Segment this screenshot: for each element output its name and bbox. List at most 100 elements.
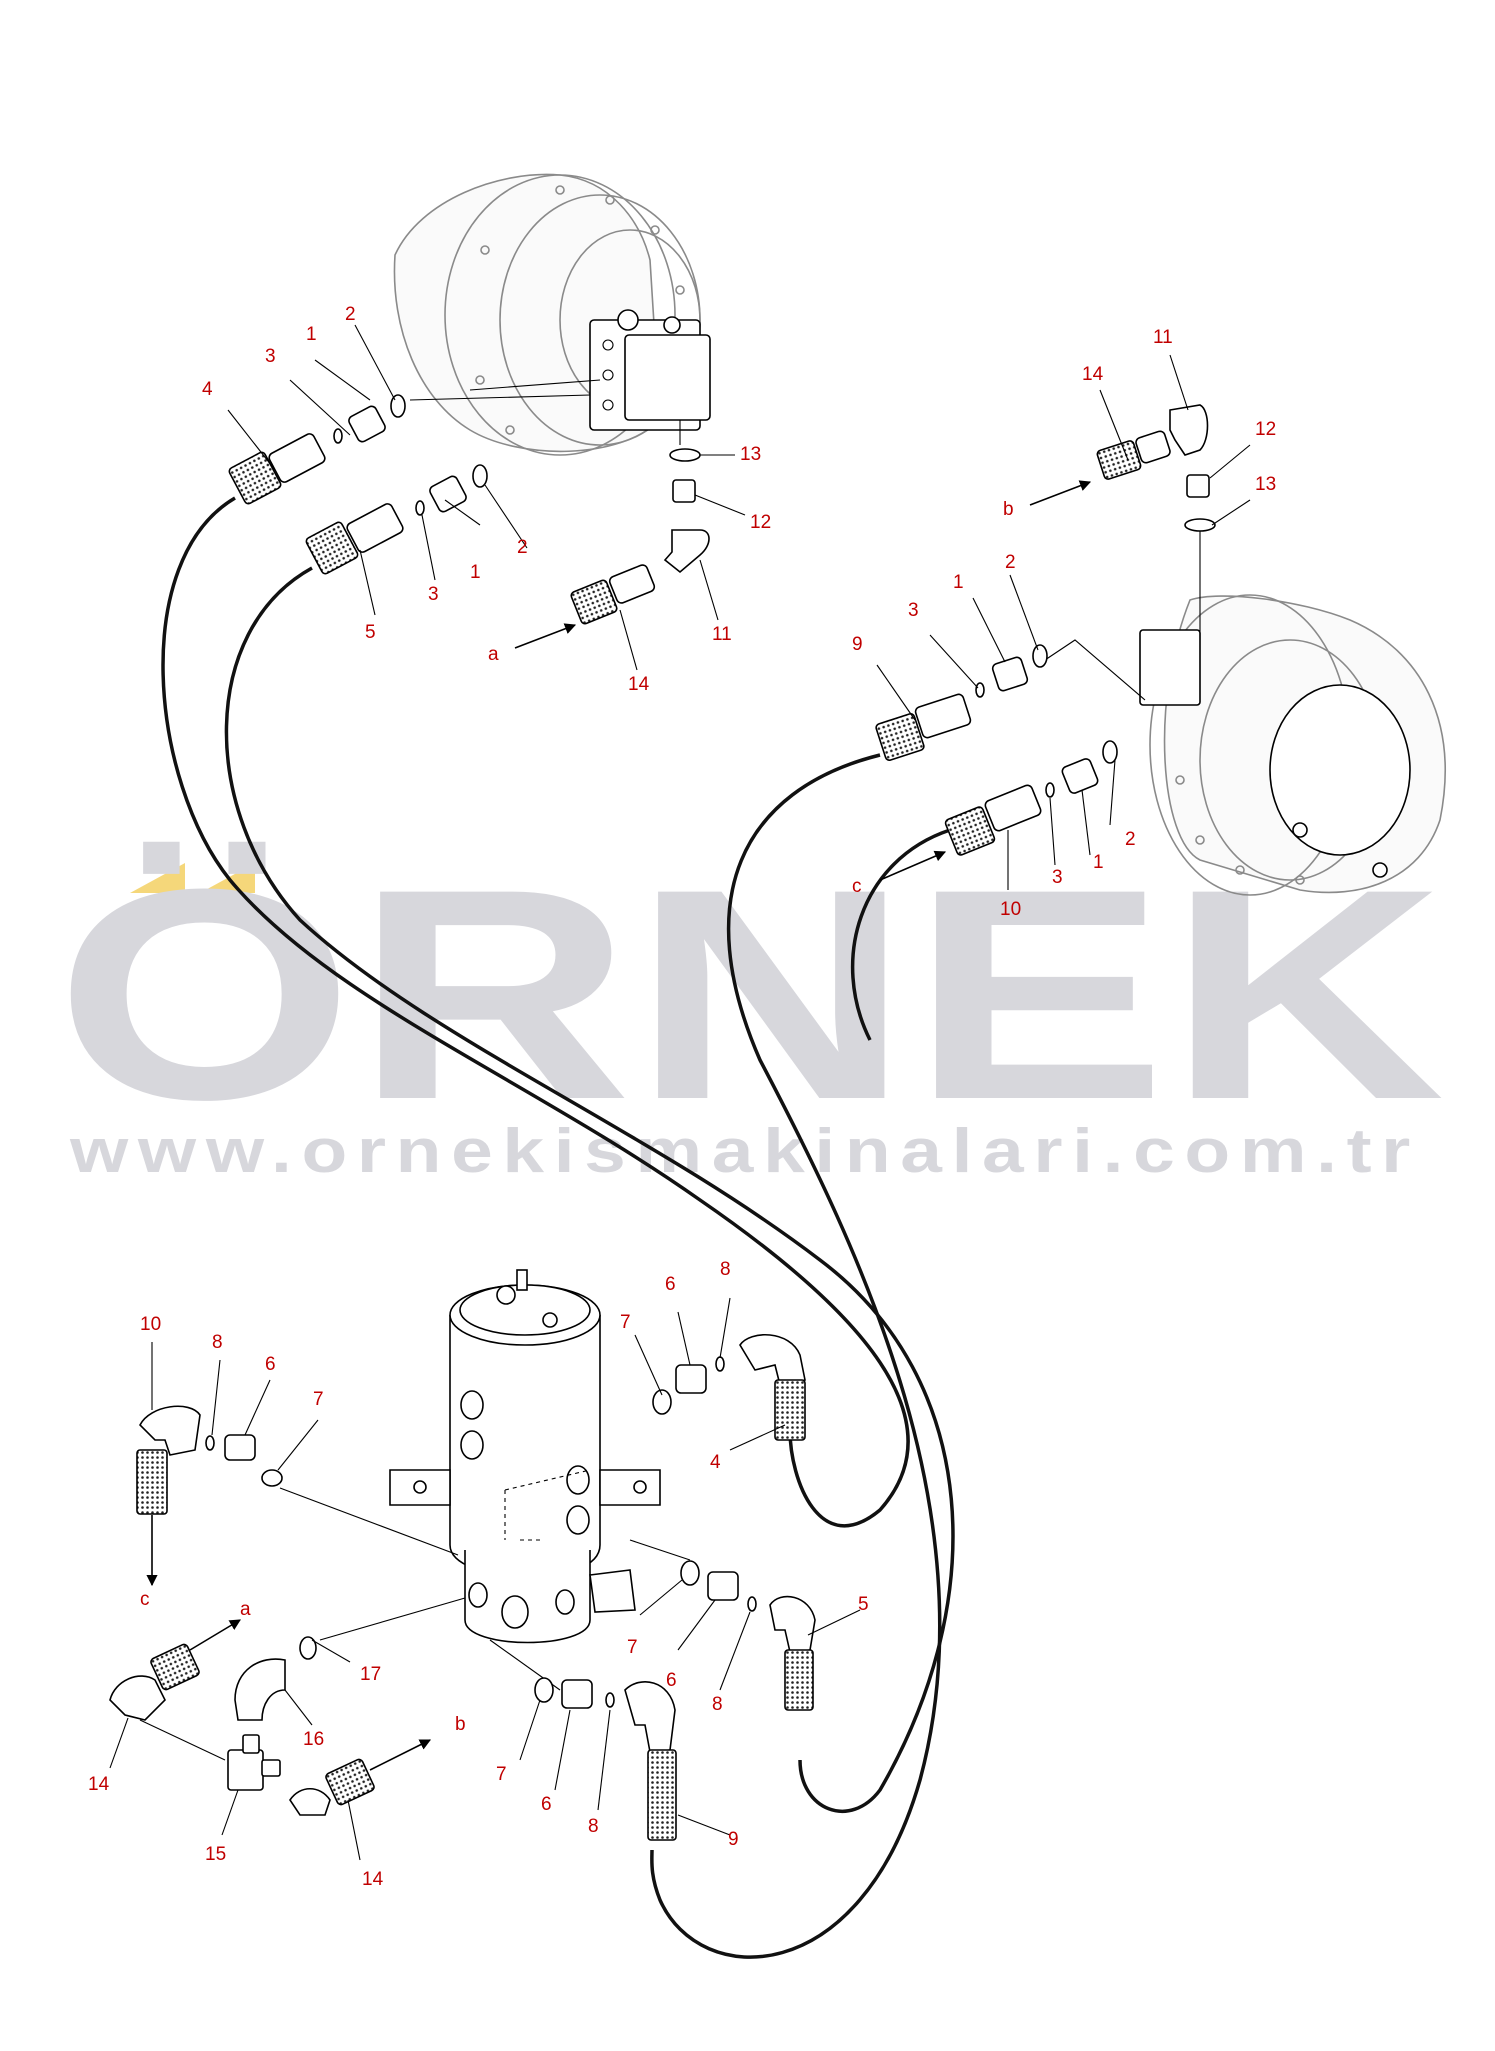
callout-12: 12 — [750, 512, 771, 533]
callout-a: a — [488, 644, 499, 665]
callout-11: 11 — [1153, 327, 1173, 348]
callout-1: 1 — [1093, 852, 1104, 873]
callout-7: 7 — [627, 1637, 638, 1658]
o-ring-2-right-lower — [1102, 740, 1118, 764]
callout-c: c — [852, 876, 862, 897]
callout-4: 4 — [202, 379, 213, 400]
callout-13: 13 — [740, 444, 761, 465]
elbow-11-left — [663, 529, 710, 574]
callout-b: b — [1003, 499, 1014, 520]
hose-9 — [650, 753, 942, 1959]
arrow-b-top — [1029, 480, 1092, 506]
fittings-swivel — [109, 1334, 816, 1841]
callout-2: 2 — [517, 537, 528, 558]
hose-4 — [161, 496, 910, 1528]
o-ring-7-upper — [652, 1389, 672, 1415]
hose-fitting-14-lower — [325, 1758, 375, 1806]
callout-8: 8 — [720, 1259, 731, 1280]
callout-6: 6 — [265, 1354, 276, 1375]
o-ring-8-left — [205, 1435, 215, 1451]
o-ring-7-middle — [680, 1560, 700, 1586]
callout-1: 1 — [470, 562, 481, 583]
hose-5 — [224, 566, 955, 1813]
adapter-1-lower — [429, 475, 467, 513]
callout-8: 8 — [588, 1816, 599, 1837]
callout-2: 2 — [345, 304, 356, 325]
o-ring-2-right-upper — [1032, 644, 1048, 668]
swivel-joint — [279, 1269, 691, 1691]
o-ring-3-lower — [415, 500, 425, 516]
motor-right-valve-block — [1139, 629, 1201, 706]
callout-2: 2 — [1125, 829, 1136, 850]
callout-7: 7 — [496, 1764, 507, 1785]
elbow-5-bottom — [769, 1595, 816, 1653]
callout-14: 14 — [362, 1869, 384, 1890]
motor-right-cover — [1269, 684, 1411, 856]
callout-7: 7 — [620, 1312, 631, 1333]
hose-fitting-10 — [944, 784, 1042, 856]
hose-fitting-9-bottom — [647, 1749, 677, 1841]
callout-16: 16 — [303, 1729, 324, 1750]
hose-fitting-10-bottom — [136, 1449, 168, 1515]
callout-11: 11 — [712, 624, 732, 645]
o-ring-7-lower — [534, 1677, 554, 1703]
callout-3: 3 — [428, 584, 439, 605]
callout-17: 17 — [360, 1664, 381, 1685]
hose-10 — [850, 828, 951, 1041]
o-ring-3-right-lower — [1045, 782, 1055, 798]
hose-fitting-14-left — [570, 564, 656, 625]
o-ring-2-upper — [390, 394, 406, 418]
travel-motor-right — [1044, 520, 1446, 896]
tee-15 — [227, 1749, 264, 1791]
callout-10: 10 — [1000, 899, 1021, 920]
o-ring-13-left — [669, 448, 701, 462]
arrow-a-top — [514, 623, 577, 649]
arrow-a-bottom — [189, 1619, 241, 1651]
callout-3: 3 — [265, 346, 276, 367]
o-ring-3-upper — [333, 428, 343, 444]
callout-8: 8 — [212, 1332, 223, 1353]
travel-motor-left — [393, 173, 711, 456]
hoses — [161, 496, 955, 1959]
callout-1: 1 — [953, 572, 964, 593]
callout-6: 6 — [666, 1670, 677, 1691]
elbow-14-lower-base — [289, 1787, 331, 1816]
callout-3: 3 — [1052, 867, 1063, 888]
arrow-b-bottom — [369, 1739, 432, 1771]
callout-15: 15 — [205, 1844, 226, 1865]
o-ring-7-left — [261, 1469, 283, 1487]
arrow-c-top — [879, 850, 947, 881]
hose-fitting-14-right — [1096, 430, 1171, 480]
callout-14: 14 — [628, 674, 650, 695]
watermark-brand: ÖRNEK — [55, 826, 1445, 1162]
elbow-9-bottom — [624, 1681, 676, 1753]
watermark-accent-left — [130, 863, 185, 893]
callout-14: 14 — [1082, 364, 1104, 385]
callouts: 1 2 3 4 1 2 3 5 13 12 11 14 a 11 12 13 1… — [88, 304, 1276, 1890]
hose-fitting-14-upper — [150, 1643, 200, 1691]
hose-fitting-5-bottom — [784, 1649, 814, 1711]
callout-6: 6 — [541, 1794, 552, 1815]
elbow-4-bottom — [739, 1334, 806, 1386]
o-ring-8-upper — [715, 1356, 725, 1372]
callout-2: 2 — [1005, 552, 1016, 573]
adapter-6-upper — [675, 1364, 707, 1394]
callout-a: a — [240, 1599, 251, 1620]
o-ring-8-lower — [605, 1692, 615, 1708]
hose-fitting-9 — [875, 693, 972, 762]
adapter-12-left — [672, 479, 696, 503]
callout-b: b — [455, 1714, 466, 1735]
hose-fitting-4-bottom — [774, 1379, 806, 1441]
adapter-6-lower — [561, 1679, 593, 1709]
callout-14: 14 — [88, 1774, 110, 1795]
elbow-16 — [234, 1658, 286, 1721]
o-ring-3-right-upper — [975, 682, 985, 698]
hose-fitting-4 — [228, 433, 326, 505]
callout-1: 1 — [306, 324, 317, 345]
elbow-11-right — [1169, 404, 1209, 456]
callout-7: 7 — [313, 1389, 324, 1410]
callout-9: 9 — [728, 1829, 739, 1850]
callout-4: 4 — [710, 1452, 721, 1473]
elbow-14-upper — [109, 1675, 166, 1721]
adapter-1-right-upper — [991, 656, 1029, 692]
